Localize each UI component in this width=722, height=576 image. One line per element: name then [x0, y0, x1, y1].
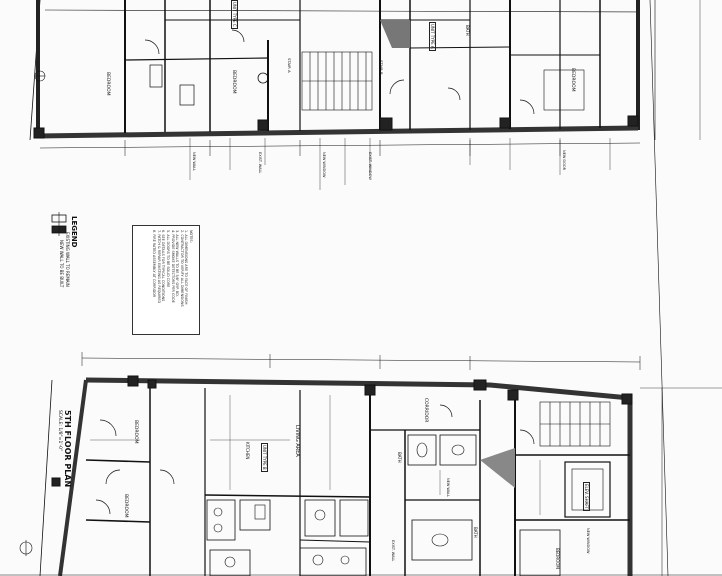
- legend-symbols: [51, 212, 67, 236]
- unit-type-tag: UNIT TYPE B: [261, 443, 268, 472]
- page-title: 5TH FLOOR PLAN: [63, 410, 72, 488]
- room-label: BATH: [473, 527, 478, 538]
- annotation: NEW WALL: [192, 152, 196, 171]
- note-line: 4. PROVIDE SMOKE DETECTORS PER CODE: [170, 230, 175, 303]
- general-notes: NOTES: 1. ALL DIMENSIONS ARE TO FACE OF …: [152, 230, 193, 330]
- annotation: EXIST. WINDOW: [368, 152, 372, 180]
- annotation: EXIST. WALL: [391, 540, 395, 562]
- room-label: LIVING AREA: [294, 425, 300, 457]
- note-line: 1. ALL DIMENSIONS ARE TO FACE OF FINISH: [184, 230, 189, 305]
- room-label: BATH: [397, 452, 402, 463]
- room-label: BEDROOM: [231, 70, 236, 94]
- room-label: BEDROOM: [133, 420, 138, 444]
- annotation: EXIST. WALL: [258, 152, 262, 174]
- general-notes-box: NOTES: 1. ALL DIMENSIONS ARE TO FACE OF …: [132, 225, 200, 335]
- lower-floor-plan: [0, 352, 722, 576]
- note-line: 6. SEE DETAILS FOR TYPICAL CONDITIONS: [161, 230, 166, 302]
- room-label: BEDROOM: [123, 494, 128, 518]
- upper-floor-plan: [29, 0, 701, 576]
- annotation: NEW WALL: [446, 478, 450, 497]
- legend-item-new: NEW WALL TO BE BUILT: [59, 240, 64, 288]
- room-label: BATH: [465, 25, 470, 36]
- note-line: NOTES:: [189, 230, 193, 243]
- note-line: 7. PATCH & REPAIR EXISTING AS REQUIRED: [156, 230, 161, 304]
- annotation: NEW DOOR: [562, 150, 566, 171]
- north-arrow-icon: [19, 540, 33, 556]
- elevator-label: ELEV. SHAFT: [583, 482, 590, 512]
- room-label: BEDROOM: [555, 548, 560, 569]
- scale-label: SCALE: 1/8"=1'-0": [57, 410, 62, 452]
- note-line: 2. CONTRACTOR TO VERIFY ALL DIMENSIONS: [179, 230, 184, 307]
- unit-type-tag: UNIT TYPE A: [429, 22, 436, 51]
- legend-title: LEGEND: [70, 216, 78, 248]
- note-line: 3. ALL NEW WALLS TO BE 5/8" GYP. BD.: [175, 230, 180, 297]
- north-arrow-icon: [34, 70, 46, 82]
- note-line: 5. ALL DOORS TO BE SOLID CORE: [166, 230, 171, 288]
- note-line: 8. FIRE RATED ASSEMBLY AT CORRIDOR: [152, 230, 157, 298]
- room-label: BEDROOM: [570, 68, 575, 92]
- stair-label: STAIR B: [379, 60, 384, 75]
- room-label: CORRIDOR: [423, 398, 428, 423]
- unit-type-tag: UNIT TYPE C: [231, 0, 238, 29]
- legend-item-existing: EXISTING WALL TO REMAIN: [65, 232, 70, 287]
- room-label: BEDROOM: [105, 72, 110, 96]
- room-label: KITCHEN: [245, 442, 250, 460]
- annotation: NEW WINDOW: [322, 152, 326, 178]
- stair-label: STAIR A: [287, 58, 292, 73]
- annotation: NEW WINDOW: [586, 528, 590, 554]
